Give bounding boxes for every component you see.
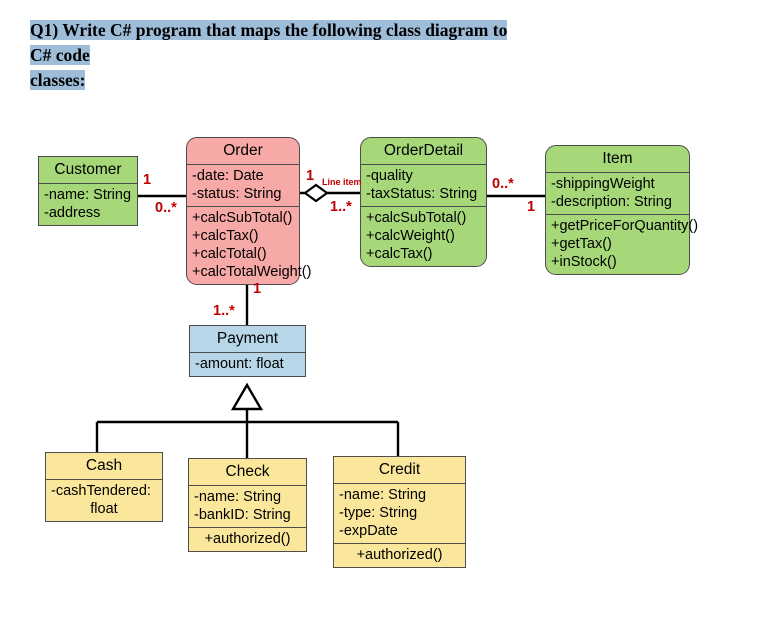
- attributes-compartment-orderdetail: -quality -taxStatus: String: [361, 164, 486, 206]
- page-title: Q1) Write C# program that maps the follo…: [30, 18, 520, 93]
- attribute-row: -name: String: [44, 187, 132, 203]
- multiplicity-customer-one: 1: [143, 172, 152, 188]
- attributes-compartment-order: -date: Date -status: String: [187, 164, 299, 206]
- multiplicity-orderdetail-many: 1..*: [330, 199, 352, 215]
- operations-compartment-item: +getPriceForQuantity() +getTax() +inStoc…: [546, 214, 699, 274]
- operation-row: +calcTotal(): [192, 246, 267, 262]
- class-name-order: Order: [223, 142, 263, 159]
- operations-compartment-order: +calcSubTotal() +calcTax() +calcTotal() …: [187, 206, 312, 284]
- multiplicity-order-many: 0..*: [155, 200, 177, 216]
- class-box-item[interactable]: Item -shippingWeight -description: Strin…: [545, 145, 699, 275]
- attributes-compartment-payment: -amount: float: [190, 352, 305, 376]
- attributes-compartment-check: -name: String -bankID: String: [189, 485, 306, 527]
- operations-compartment-orderdetail: +calcSubTotal() +calcWeight() +calcTax(): [361, 206, 486, 266]
- multiplicity-order-one: 1: [306, 168, 315, 184]
- multiplicity-payment-many: 1..*: [213, 303, 235, 319]
- operation-row: +calcWeight(): [366, 228, 455, 244]
- class-name-payment: Payment: [216, 330, 279, 347]
- class-name-customer: Customer: [54, 161, 122, 178]
- operation-row: +calcSubTotal(): [366, 210, 467, 226]
- class-box-cash[interactable]: Cash -cashTendered: float: [45, 452, 163, 522]
- attributes-compartment-item: -shippingWeight -description: String: [546, 172, 689, 214]
- operations-compartment-credit: +authorized(): [334, 543, 465, 567]
- operation-row: +calcTax(): [366, 246, 433, 262]
- attribute-row: -bankID: String: [194, 507, 291, 523]
- operation-row: +calcTotalWeight(): [192, 264, 312, 280]
- attributes-compartment-credit: -name: String -type: String -expDate: [334, 483, 465, 543]
- generalization-triangle-icon: [230, 382, 264, 411]
- attribute-row: -type: String: [339, 505, 418, 521]
- attribute-row: -address: [44, 205, 101, 221]
- class-name-check: Check: [225, 463, 270, 480]
- class-name-item: Item: [602, 150, 633, 167]
- attributes-compartment-cash: -cashTendered: float: [46, 479, 162, 521]
- multiplicity-orderdetail-many-item: 0..*: [492, 176, 514, 192]
- operation-row: +getTax(): [551, 236, 612, 252]
- multiplicity-order-payment-one: 1: [253, 281, 262, 297]
- operation-row: +authorized(): [356, 547, 443, 563]
- attribute-row: -name: String: [194, 489, 282, 505]
- page-title-line-2: classes:: [30, 70, 86, 90]
- attribute-row: -name: String: [339, 487, 427, 503]
- attribute-row: -date: Date: [192, 168, 264, 184]
- class-name-orderdetail: OrderDetail: [383, 142, 464, 159]
- operation-row: +authorized(): [204, 531, 291, 547]
- class-box-order[interactable]: Order -date: Date -status: String +calcS…: [186, 137, 312, 285]
- class-box-credit[interactable]: Credit -name: String -type: String -expD…: [333, 456, 466, 568]
- attribute-row: -cashTendered:: [51, 483, 151, 499]
- attributes-compartment-customer: -name: String -address: [39, 183, 137, 225]
- attribute-row: -quality: [366, 168, 413, 184]
- class-box-payment[interactable]: Payment -amount: float: [189, 325, 306, 377]
- attribute-row: -taxStatus: String: [366, 186, 478, 202]
- association-label-line-item: Line item: [322, 177, 362, 187]
- multiplicity-item-one: 1: [527, 199, 536, 215]
- attribute-row: -amount: float: [195, 356, 284, 372]
- class-name-cash: Cash: [85, 457, 123, 474]
- operation-row: +calcTax(): [192, 228, 259, 244]
- operation-row: +getPriceForQuantity(): [551, 218, 699, 234]
- attribute-row: -shippingWeight: [551, 176, 655, 192]
- class-name-credit: Credit: [378, 461, 421, 478]
- attribute-row: -description: String: [551, 194, 672, 210]
- class-box-orderdetail[interactable]: OrderDetail -quality -taxStatus: String …: [360, 137, 487, 267]
- operation-row: +inStock(): [551, 254, 617, 270]
- operation-row: +calcSubTotal(): [192, 210, 293, 226]
- class-box-check[interactable]: Check -name: String -bankID: String +aut…: [188, 458, 307, 552]
- operations-compartment-check: +authorized(): [189, 527, 306, 551]
- aggregation-diamond-icon: [303, 183, 329, 203]
- attribute-row: -status: String: [192, 186, 282, 202]
- attribute-row: float: [90, 501, 118, 517]
- attribute-row: -expDate: [339, 523, 398, 539]
- class-box-customer[interactable]: Customer -name: String -address: [38, 156, 138, 226]
